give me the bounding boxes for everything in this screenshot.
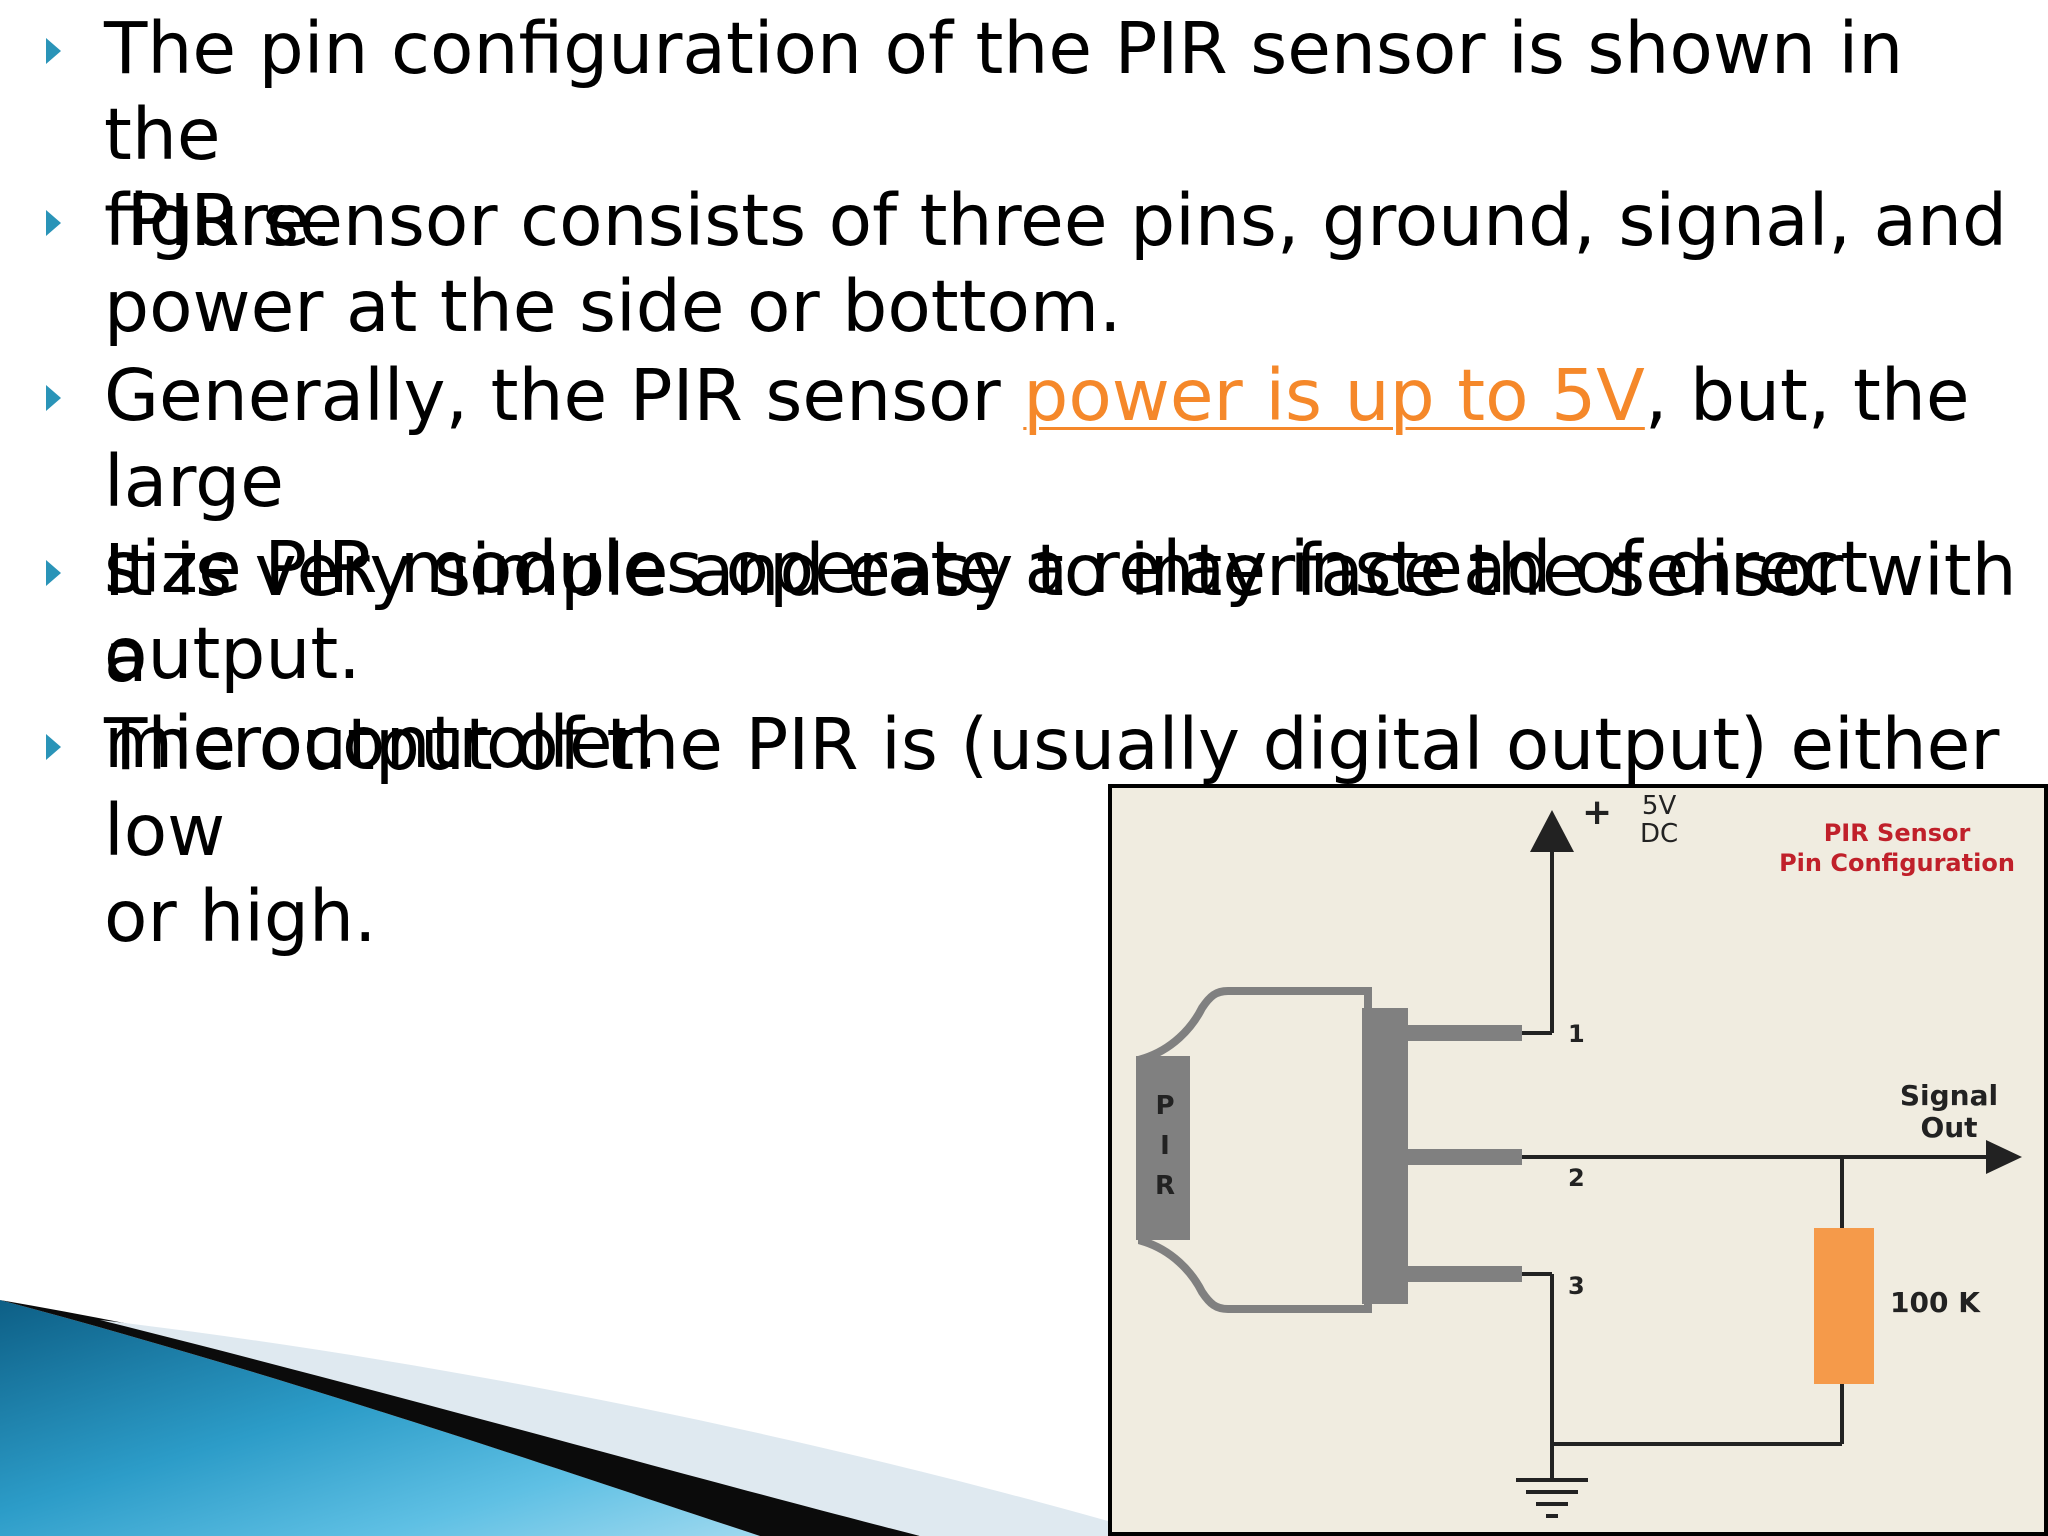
signal-line-2: Out (1920, 1111, 1978, 1144)
pin-1-label: 1 (1568, 1020, 1585, 1048)
bullet-text: PIR sensor consists of three pins, groun… (104, 179, 2008, 348)
sensor-housing-outline (1138, 987, 1372, 1313)
supply-line-1: 5V (1641, 791, 1677, 821)
signal-line-1: Signal (1899, 1079, 1999, 1112)
pin-3-stub (1408, 1266, 1522, 1282)
decorative-swoosh (0, 1300, 1160, 1536)
pin-header-block (1362, 1008, 1408, 1304)
figure-title-line-1: PIR Sensor (1823, 819, 1971, 847)
signal-arrow-icon (1986, 1140, 2022, 1174)
bullet-arrow-icon (46, 38, 61, 64)
bullet-text-after: , but, the large size PIR modules operat… (104, 354, 1970, 695)
bullet-text: The output of the PIR is (usually digita… (104, 703, 2000, 958)
power-link[interactable]: power is up to 5V (1023, 354, 1645, 437)
pir-pin-configuration-figure: + 5V DC PIR Sensor Pin Configuration P I… (1108, 784, 2048, 1536)
sensor-letter: I (1160, 1131, 1170, 1161)
figure-title: PIR Sensor Pin Configuration (1752, 818, 2042, 878)
bullet-arrow-icon (46, 210, 61, 236)
bullet-text-before: Generally, the PIR sensor (104, 354, 1024, 437)
ground-icon (1516, 1478, 1588, 1518)
bullet-arrow-icon (46, 560, 61, 586)
supply-voltage-label: 5V DC (1640, 792, 1678, 848)
bullet-text: It is very simple and easy to interface … (104, 529, 2017, 784)
bullet-text: Generally, the PIR sensor power is up to… (104, 353, 2034, 697)
resistor-body (1814, 1228, 1874, 1384)
bullet-text: The pin configuration of the PIR sensor … (104, 7, 1904, 262)
bullet-arrow-icon (46, 734, 61, 760)
pin-3-label: 3 (1568, 1272, 1585, 1300)
bullet-arrow-icon (46, 385, 61, 411)
circuit-diagram (1136, 810, 2022, 1518)
resistor-label: 100 K (1890, 1286, 1980, 1319)
pin-1-stub (1408, 1025, 1522, 1041)
supply-arrow-icon (1530, 810, 1574, 852)
pin-2-label: 2 (1568, 1164, 1585, 1192)
signal-out-label: Signal Out (1884, 1080, 2014, 1144)
sensor-letters: P I R (1150, 1086, 1180, 1206)
sensor-lens (1136, 1056, 1190, 1240)
figure-title-line-2: Pin Configuration (1779, 849, 2015, 877)
supply-line-2: DC (1640, 819, 1679, 849)
sensor-letter: P (1155, 1091, 1175, 1121)
supply-plus-label: + (1582, 792, 1613, 833)
pin-2-stub (1408, 1149, 1522, 1165)
sensor-letter: R (1154, 1171, 1176, 1201)
